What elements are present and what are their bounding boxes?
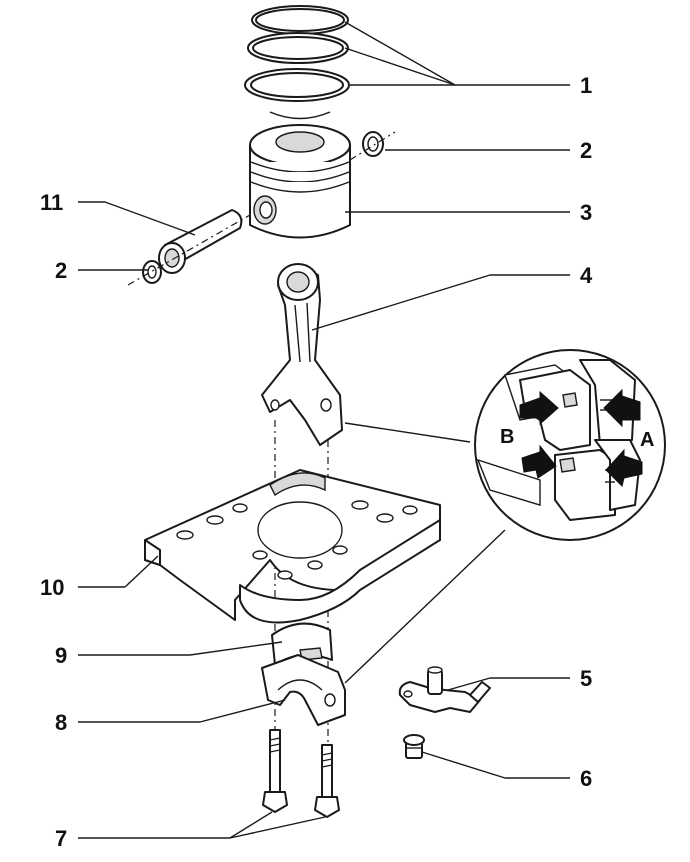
bolt-left: [262, 729, 288, 813]
callout-7: 7: [55, 826, 67, 851]
circlip-upper: [349, 131, 396, 161]
callout-11: 11: [40, 190, 63, 215]
callout-8: 8: [55, 710, 67, 735]
arrow-a-upper: [603, 388, 641, 428]
detail-view: B A: [474, 349, 666, 541]
arrow-b-upper: [519, 390, 559, 426]
arrow-a-lower: [605, 448, 643, 487]
piston-rings: [244, 5, 350, 120]
callout-5: 5: [580, 666, 592, 691]
bearing-cap: [261, 654, 346, 726]
circlip-lower: [127, 214, 251, 286]
oil-spray-nozzle: [398, 666, 491, 713]
bearing-plate: [144, 469, 441, 624]
leader-lines: [78, 21, 570, 839]
detail-leader-cap: [344, 529, 506, 684]
callout-2-upper: 2: [580, 138, 592, 163]
detail-label-b: B: [500, 426, 514, 448]
callout-10: 10: [40, 575, 64, 600]
callout-4: 4: [580, 263, 593, 288]
piston-pin: [158, 209, 243, 274]
connecting-rod: [261, 263, 343, 446]
callout-3: 3: [580, 200, 592, 225]
nozzle-bolt: [403, 734, 425, 759]
callout-6: 6: [580, 766, 592, 791]
detail-leader-rod: [344, 422, 471, 443]
callout-1: 1: [580, 73, 592, 98]
callout-2-lower: 2: [55, 258, 67, 283]
callout-9: 9: [55, 643, 67, 668]
detail-label-a: A: [640, 429, 654, 451]
arrow-b-lower: [521, 444, 557, 479]
bolt-right: [314, 744, 340, 818]
piston: [249, 124, 351, 239]
